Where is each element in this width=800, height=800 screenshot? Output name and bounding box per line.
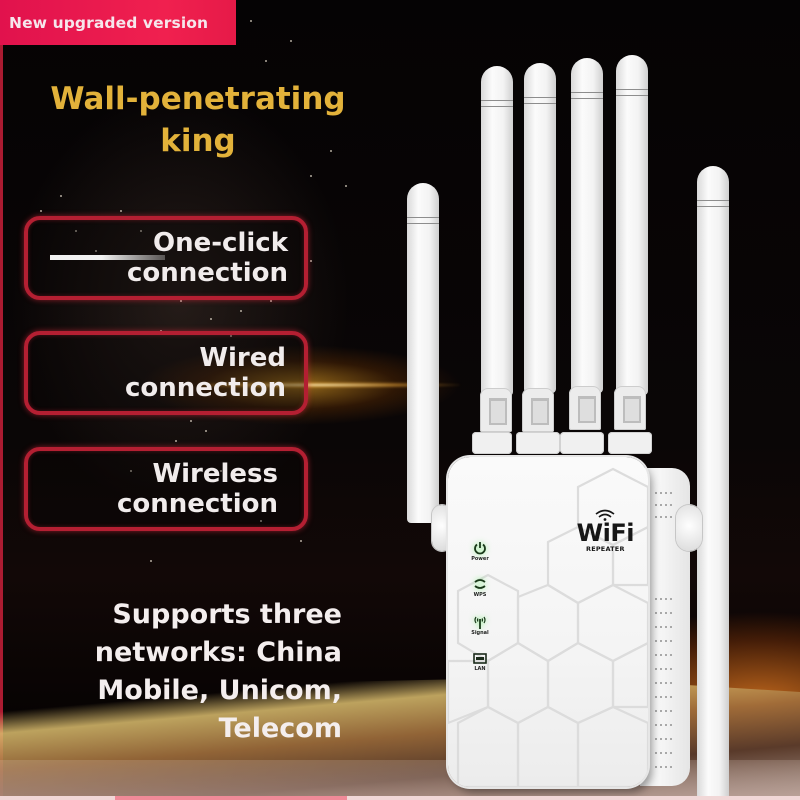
vent-slot xyxy=(655,516,675,518)
vent-slot xyxy=(655,598,675,600)
vent-slot xyxy=(655,682,675,684)
vent-slot xyxy=(655,710,675,712)
indicator-label: LAN xyxy=(474,666,486,672)
feature-text: Wired connection xyxy=(125,343,286,403)
light-flare xyxy=(200,382,460,388)
vent-slot xyxy=(655,668,675,670)
vent-slot xyxy=(655,626,675,628)
indicator-power: Power xyxy=(468,541,492,562)
feature-text: One-click connection xyxy=(127,228,288,288)
antenna-base xyxy=(608,432,652,454)
feature-label-line-2: connection xyxy=(126,258,288,288)
antenna-knob-right xyxy=(676,505,702,551)
feature-label-line-1: Wired xyxy=(199,343,286,373)
feature-label-line-2: connection xyxy=(116,489,278,519)
networks-line-3: Mobile, Unicom, xyxy=(97,675,342,706)
headline: Wall-penetrating king xyxy=(18,78,378,162)
brand-wordmark: WiFi xyxy=(576,519,635,547)
antenna-base xyxy=(560,432,604,454)
wifi-signal-icon xyxy=(595,509,615,521)
power-icon xyxy=(474,542,486,555)
antenna-1 xyxy=(481,66,513,396)
networks-line-2: networks: China xyxy=(94,637,342,668)
wifi-repeater-logo: WiFi REPEATER xyxy=(576,509,635,553)
feature-one-click: One-click connection xyxy=(24,216,308,300)
indicator-signal: Signal xyxy=(468,615,492,636)
indicator-label: Signal xyxy=(471,630,489,636)
vent-slot xyxy=(655,696,675,698)
networks-line-1: Supports three xyxy=(112,599,342,630)
bottom-border xyxy=(0,796,800,800)
antenna-left xyxy=(407,183,439,523)
indicator-label: Power xyxy=(471,556,489,562)
feature-label-line-1: One-click xyxy=(153,228,288,258)
headline-line-1: Wall-penetrating xyxy=(50,81,346,117)
antenna-3 xyxy=(571,58,603,393)
antenna-hinge xyxy=(480,388,512,432)
antenna-hinge xyxy=(614,386,646,430)
left-edge-stripe xyxy=(0,0,3,800)
indicator-label: WPS xyxy=(473,592,487,598)
feature-label-line-1: Wireless xyxy=(152,459,278,489)
antenna-hinge xyxy=(569,386,601,430)
antenna-base xyxy=(472,432,512,454)
feature-wired: Wired connection xyxy=(24,331,308,415)
brand-subtitle: REPEATER xyxy=(586,545,625,553)
antenna-right xyxy=(697,166,729,800)
feature-label-line-2: connection xyxy=(124,373,286,403)
antenna-4 xyxy=(616,55,648,395)
vent-slot xyxy=(655,640,675,642)
upgrade-badge: New upgraded version xyxy=(0,0,236,45)
networks-line-4: Telecom xyxy=(218,713,342,744)
headline-line-2: king xyxy=(160,123,236,159)
antenna-hinge xyxy=(522,388,554,432)
vent-slot xyxy=(655,766,675,768)
wps-icon xyxy=(474,579,486,589)
bottom-border-accent xyxy=(115,796,347,800)
vent-slot xyxy=(655,654,675,656)
signal-tower-icon xyxy=(474,616,486,629)
antenna-base xyxy=(516,432,560,454)
vent-slot xyxy=(655,612,675,614)
feature-text: Wireless connection xyxy=(117,459,278,519)
slider-line-icon xyxy=(50,255,165,260)
vent-slot xyxy=(655,738,675,740)
vent-slot xyxy=(655,504,675,506)
vent-slot xyxy=(655,752,675,754)
indicator-wps: WPS xyxy=(468,577,492,598)
wifi-repeater-device: WiFi REPEATER Power WPS Signal xyxy=(448,457,648,787)
indicator-lan: LAN xyxy=(468,651,492,672)
vent-slot xyxy=(655,724,675,726)
networks-support-text: Supports three networks: China Mobile, U… xyxy=(95,596,342,748)
antenna-knob-left xyxy=(432,505,452,551)
antenna-2 xyxy=(524,63,556,393)
lan-port-icon xyxy=(473,653,487,664)
feature-wireless: Wireless connection xyxy=(24,447,308,531)
vent-slot xyxy=(655,492,675,494)
